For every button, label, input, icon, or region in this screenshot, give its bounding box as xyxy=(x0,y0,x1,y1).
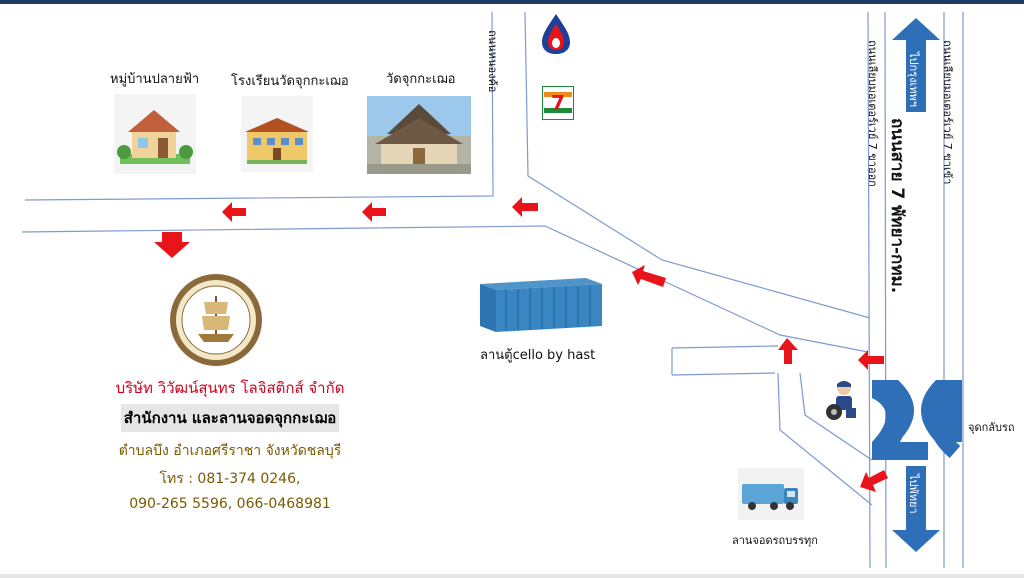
truck-parking-label: ลานจอดรถบรรทุก xyxy=(732,534,818,547)
red-arrow-up-left xyxy=(860,470,888,492)
village-house-image xyxy=(114,94,196,174)
frontage-left-edge xyxy=(867,11,871,569)
container-icon xyxy=(476,276,604,334)
red-arrow-left xyxy=(362,202,386,222)
mechanic-icon xyxy=(822,378,866,422)
top-border xyxy=(0,0,1024,4)
ptt-logo xyxy=(538,12,574,56)
company-name: บริษัท วิวัฒน์สุนทร โลจิสติกส์ จำกัด xyxy=(115,379,345,397)
temple-image xyxy=(367,96,471,174)
seven-eleven-logo: 7 xyxy=(542,86,574,120)
office-heading: สำนักงาน และลานจอดจุกกะเฌอ xyxy=(120,404,340,432)
bottom-border xyxy=(0,574,1024,578)
to-bangkok-arrow xyxy=(892,18,940,112)
road-edge xyxy=(671,345,779,376)
red-arrow-left xyxy=(512,197,538,217)
road-edge xyxy=(21,225,869,353)
temple-label: วัดจุกกะเฌอ xyxy=(386,72,456,87)
red-arrow-left xyxy=(222,202,246,222)
village-label: หมู่บ้านปลายฟ้า xyxy=(110,72,200,87)
frontage-left-label: ถนนเลียบมอเตอร์เวย์ 7 ขาออก xyxy=(866,40,879,187)
svg-text:7: 7 xyxy=(551,91,565,115)
office-heading-wrap: สำนักงาน และลานจอดจุกกะเฌอ xyxy=(80,404,380,432)
highway-label: ถนนสาย 7 พัทยา-กทม. xyxy=(887,118,907,294)
road-edge xyxy=(777,372,873,506)
red-arrow-up xyxy=(778,338,798,364)
company-phone: โทร : 081-374 0246, xyxy=(159,471,301,487)
red-arrow-left xyxy=(858,350,884,370)
road-edge xyxy=(799,372,873,461)
company-address: ตำบลบึง อำเภอศรีราชา จังหวัดชลบุรี xyxy=(118,443,342,459)
road-edge xyxy=(24,11,494,201)
side-road-label: ถนนหนองค้อ xyxy=(486,30,499,93)
to-pattaya-label: ไปพัทยา xyxy=(907,474,920,514)
container-yard-label: ลานตู้cello by hast xyxy=(480,348,596,363)
frontage-right-label: ถนนเลียบมอเตอร์เวย์ 7 ขาเข้า xyxy=(941,40,954,185)
company-phone-2: 090-265 5596, 066-0468981 xyxy=(129,496,331,512)
u-turn-junction-shape xyxy=(874,380,961,459)
road-edge xyxy=(524,11,871,319)
company-seal-logo xyxy=(168,272,264,368)
truck-icon xyxy=(738,468,804,520)
red-arrow-down xyxy=(154,232,190,258)
u-turn-label: จุดกลับรถ xyxy=(968,421,1015,434)
to-pattaya-arrow xyxy=(892,466,940,552)
school-label: โรงเรียนวัดจุกกะเฌอ xyxy=(231,74,349,89)
red-arrow-left xyxy=(632,265,666,287)
school-image xyxy=(241,96,313,172)
to-bangkok-label: ไปกรุงเทพฯ xyxy=(907,52,920,107)
